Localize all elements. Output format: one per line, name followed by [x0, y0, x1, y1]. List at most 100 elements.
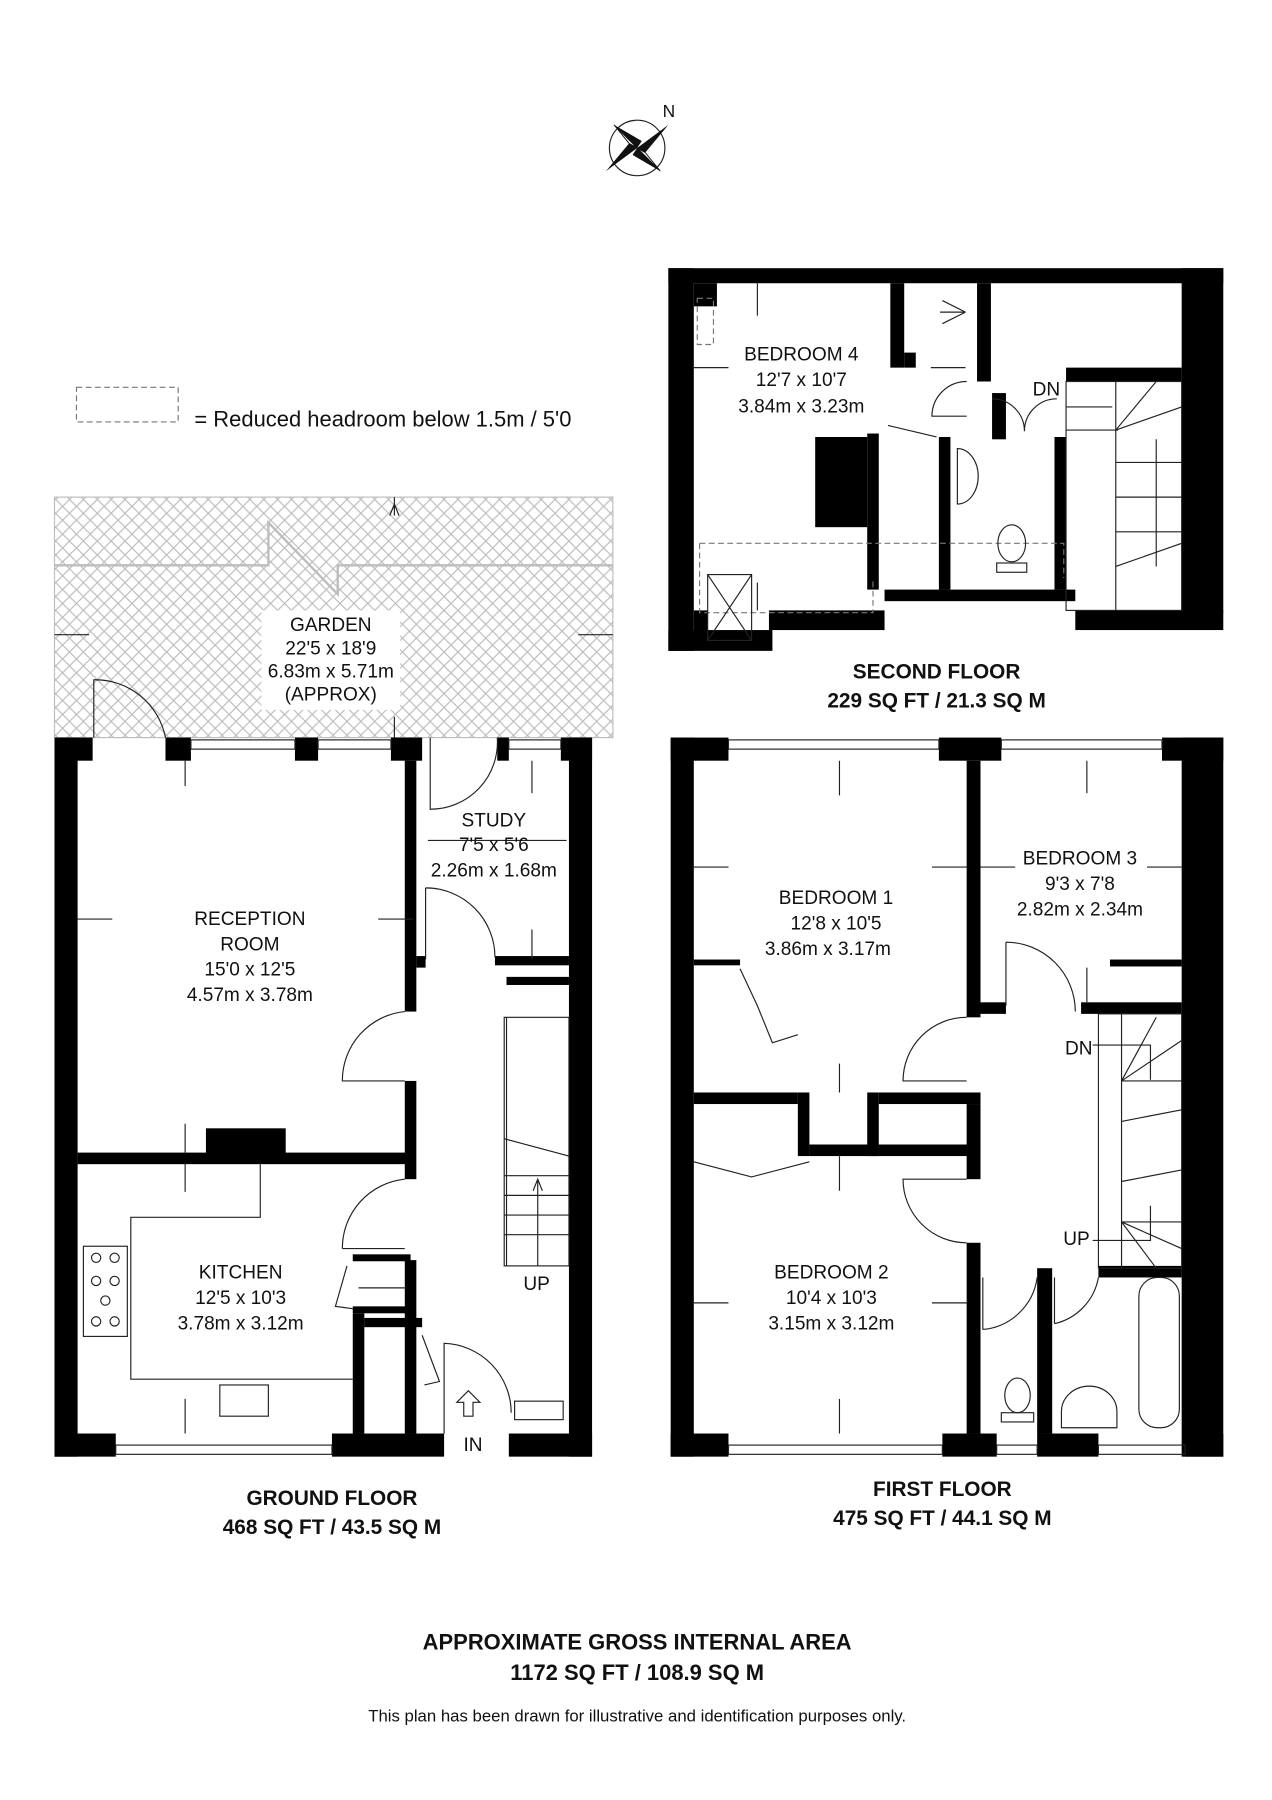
- bedroom2-name: BEDROOM 2: [774, 1263, 888, 1284]
- wall: [508, 1433, 593, 1457]
- garden-imperial: 22'5 x 18'9: [285, 638, 376, 659]
- entrance-label: IN: [463, 1435, 482, 1456]
- first-floor-area: 475 SQ FT / 44.1 SQ M: [833, 1507, 1051, 1530]
- bedroom1-metric: 3.86m x 3.17m: [765, 939, 891, 960]
- ground-floor-title: GROUND FLOOR: [246, 1487, 417, 1510]
- reception-door[interactable]: [341, 1010, 405, 1082]
- ground-stairs[interactable]: [503, 1016, 570, 1267]
- bedroom1-name: BEDROOM 1: [779, 888, 893, 909]
- front-door[interactable]: [443, 1342, 512, 1434]
- wall: [352, 1306, 411, 1314]
- reduced-headroom-area: [699, 542, 1065, 614]
- second-stairs-dn-label: DN: [1033, 379, 1061, 400]
- second-floor-stairs[interactable]: [1065, 380, 1183, 611]
- wall: [693, 610, 708, 634]
- wall: [352, 1313, 365, 1434]
- legend-swatch: [75, 386, 179, 423]
- garden-door[interactable]: [93, 679, 167, 738]
- kitchen-door[interactable]: [341, 1178, 405, 1250]
- basin-icon: [1060, 1385, 1118, 1429]
- wall: [1037, 1268, 1053, 1434]
- wall: [54, 1433, 116, 1457]
- wall: [568, 737, 593, 1457]
- wall: [670, 737, 729, 761]
- wall: [867, 1092, 879, 1157]
- wall: [966, 1104, 981, 1180]
- wall: [77, 1152, 413, 1165]
- garden-note: (APPROX): [285, 685, 377, 706]
- total-area-value: 1172 SQ FT / 108.9 SQ M: [510, 1660, 764, 1685]
- wall: [670, 1433, 729, 1457]
- wall: [1037, 1433, 1099, 1457]
- wall: [942, 1433, 997, 1457]
- wall: [294, 737, 319, 761]
- sink-icon: [219, 1384, 269, 1417]
- reception-name-2: ROOM: [220, 934, 279, 955]
- wall: [797, 1092, 810, 1157]
- wall: [404, 1260, 417, 1434]
- toilet-icon: [1004, 1377, 1031, 1414]
- wall: [693, 283, 717, 307]
- compass-icon: N: [605, 101, 675, 177]
- entry-arrow-icon: [455, 1389, 482, 1417]
- bathroom-door[interactable]: [1053, 1277, 1099, 1325]
- total-area-title: APPROXIMATE GROSS INTERNAL AREA: [423, 1630, 852, 1655]
- ground-floor-area: 468 SQ FT / 43.5 SQ M: [223, 1516, 441, 1539]
- study-name: STUDY: [461, 811, 526, 832]
- wall: [54, 737, 93, 761]
- first-stairs-dn-label: DN: [1065, 1038, 1093, 1059]
- first-floor-title: FIRST FLOOR: [873, 1478, 1012, 1501]
- kitchen-metric: 3.78m x 3.12m: [178, 1313, 304, 1334]
- wall: [404, 760, 417, 1012]
- wall: [205, 1128, 286, 1154]
- wall: [1098, 1265, 1182, 1278]
- wall: [1075, 610, 1224, 631]
- reception-name: RECEPTION: [194, 909, 305, 930]
- second-floor-title: SECOND FLOOR: [853, 661, 1021, 684]
- wc-door[interactable]: [982, 1277, 1038, 1331]
- bedroom1-imperial: 12'8 x 10'5: [790, 913, 881, 934]
- garden: GARDEN 22'5 x 18'9 6.83m x 5.71m (APPROX…: [53, 496, 614, 739]
- bedroom3-door[interactable]: [1005, 941, 1076, 1012]
- wall: [331, 1433, 445, 1457]
- bath-icon: [1138, 1276, 1180, 1429]
- wall: [878, 1092, 981, 1105]
- study-imperial: 7'5 x 5'6: [459, 835, 529, 856]
- bedroom4-imperial: 12'7 x 10'7: [756, 370, 847, 391]
- wall: [416, 956, 426, 968]
- wall: [938, 436, 951, 590]
- wall: [1081, 1002, 1182, 1014]
- wall: [980, 1002, 1006, 1014]
- wall: [878, 1144, 981, 1157]
- bedroom2-imperial: 10'4 x 10'3: [786, 1288, 877, 1309]
- legend-text: = Reduced headroom below 1.5m / 5'0: [194, 407, 571, 432]
- wall: [1181, 737, 1224, 1457]
- bedroom3-name: BEDROOM 3: [1023, 849, 1137, 870]
- ground-floor-labels: RECEPTION ROOM 15'0 x 12'5 4.57m x 3.78m…: [178, 811, 557, 1540]
- bedroom1-door[interactable]: [902, 1016, 967, 1082]
- bedroom3-imperial: 9'3 x 7'8: [1045, 874, 1115, 895]
- bedroom4-door[interactable]: [931, 380, 967, 417]
- garden-metric: 6.83m x 5.71m: [268, 661, 394, 682]
- study-hall-door[interactable]: [425, 887, 496, 960]
- wall: [1181, 268, 1224, 613]
- reception-metric: 4.57m x 3.78m: [187, 985, 313, 1006]
- wall: [404, 1080, 417, 1180]
- study-door[interactable]: [429, 737, 498, 810]
- wall: [54, 737, 78, 1457]
- toilet2-icon: [997, 524, 1027, 563]
- bedroom2-door[interactable]: [902, 1178, 967, 1244]
- stairs-up-label: UP: [523, 1274, 549, 1295]
- wall: [693, 959, 741, 966]
- wall: [670, 737, 694, 1457]
- bedroom4-name: BEDROOM 4: [744, 345, 859, 366]
- fixtures: [77, 283, 1186, 1455]
- disclaimer: This plan has been drawn for illustrativ…: [368, 1706, 906, 1725]
- wall: [992, 393, 1006, 440]
- wall: [1054, 436, 1067, 590]
- wall: [1185, 1433, 1224, 1457]
- wall: [1109, 959, 1182, 967]
- first-floor-stairs[interactable]: [1092, 1013, 1183, 1269]
- bathroom2-doors[interactable]: [992, 398, 1057, 432]
